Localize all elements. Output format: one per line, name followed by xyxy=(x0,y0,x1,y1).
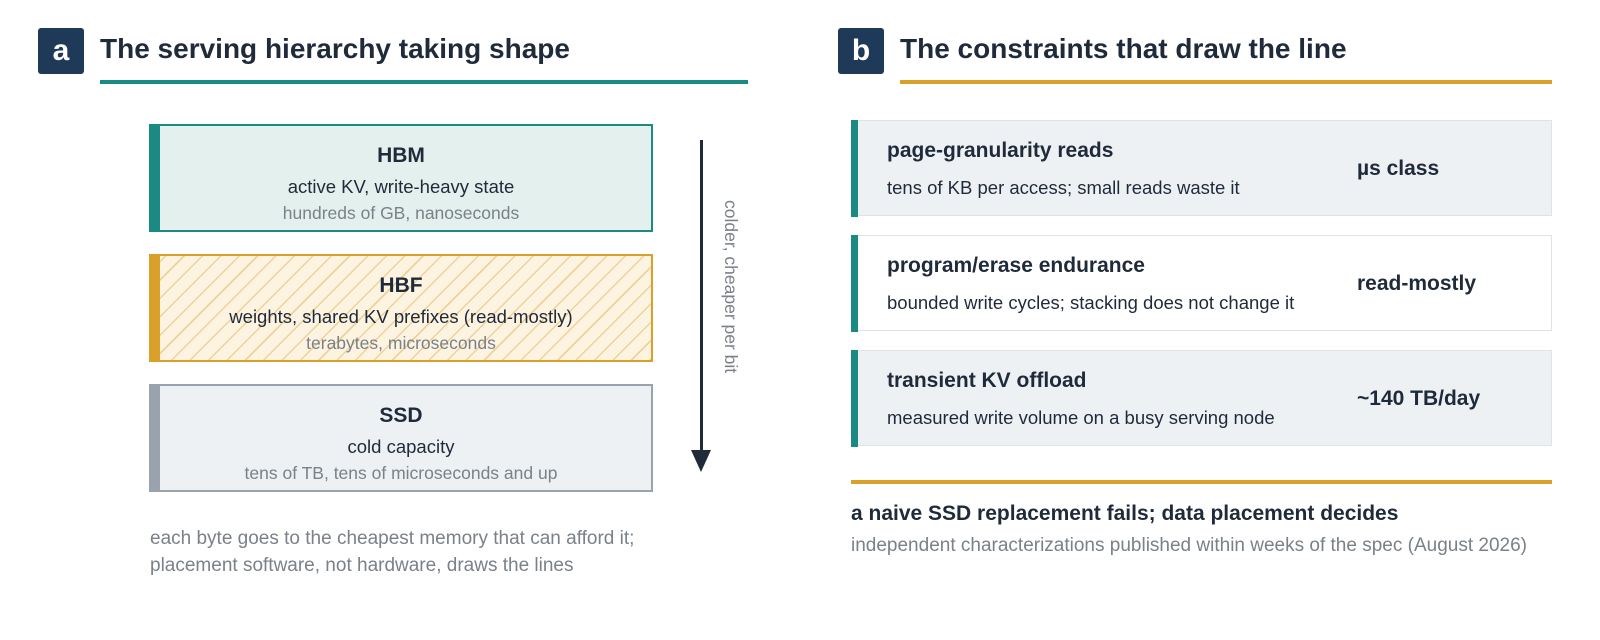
tier-ssd-box: SSD cold capacity tens of TB, tens of mi… xyxy=(149,384,653,492)
tier-hbf-box: HBF weights, shared KV prefixes (read-mo… xyxy=(149,254,653,362)
constraint-description: measured write volume on a busy serving … xyxy=(887,407,1275,428)
constraint-label: page-granularity reads xyxy=(887,139,1114,162)
tier-name: HBM xyxy=(377,144,425,167)
panel-b-footnote: independent characterizations published … xyxy=(851,535,1527,556)
panel-a-note-line-2: placement software, not hardware, draws … xyxy=(150,555,574,576)
panel-b-conclusion: a naive SSD replacement fails; data plac… xyxy=(851,502,1399,525)
hierarchy-arrow-shaft xyxy=(700,140,703,452)
constraint-accent-bar xyxy=(850,349,858,447)
tier-hbm-accent-bar xyxy=(150,125,160,231)
tier-hbf-accent-bar xyxy=(150,255,160,361)
arrow-down-icon xyxy=(691,450,711,472)
constraint-row: program/erase endurance bounded write cy… xyxy=(850,234,1552,332)
panel-a-title-rule xyxy=(100,80,748,84)
tier-spec: hundreds of GB, nanoseconds xyxy=(282,203,520,223)
constraint-label: transient KV offload xyxy=(887,369,1087,392)
tier-name: HBF xyxy=(379,274,423,297)
conclusion-divider xyxy=(851,480,1552,484)
constraint-metric: ~140 TB/day xyxy=(1357,387,1481,410)
panel-b-title-rule xyxy=(900,80,1552,84)
constraint-accent-bar xyxy=(850,119,858,217)
constraint-description: tens of KB per access; small reads waste… xyxy=(887,177,1240,198)
tier-role: cold capacity xyxy=(347,436,455,457)
tier-hbm-box: HBM active KV, write-heavy state hundred… xyxy=(149,124,653,232)
panel-a-badge: a xyxy=(38,28,84,74)
tier-ssd-accent-bar xyxy=(150,385,160,491)
panel-a-note-line-1: each byte goes to the cheapest memory th… xyxy=(150,528,635,549)
constraint-metric: read-mostly xyxy=(1357,272,1477,295)
tier-spec: terabytes, microseconds xyxy=(306,333,496,353)
constraint-description: bounded write cycles; stacking does not … xyxy=(887,292,1295,313)
constraint-accent-bar xyxy=(850,234,858,332)
constraint-row: transient KV offload measured write volu… xyxy=(850,349,1552,447)
constraint-label: program/erase endurance xyxy=(887,254,1145,277)
constraint-metric: µs class xyxy=(1357,157,1440,180)
tier-spec: tens of TB, tens of microseconds and up xyxy=(244,463,558,483)
panel-a-title: The serving hierarchy taking shape xyxy=(100,33,570,64)
tier-role: weights, shared KV prefixes (read-mostly… xyxy=(229,306,573,327)
tier-name: SSD xyxy=(379,404,423,427)
panel-b-title: The constraints that draw the line xyxy=(900,33,1347,64)
tier-role: active KV, write-heavy state xyxy=(287,176,515,197)
constraint-row: page-granularity reads tens of KB per ac… xyxy=(850,119,1552,217)
hierarchy-axis-label: colder, cheaper per bit xyxy=(721,200,741,374)
panel-b-badge: b xyxy=(838,28,884,74)
